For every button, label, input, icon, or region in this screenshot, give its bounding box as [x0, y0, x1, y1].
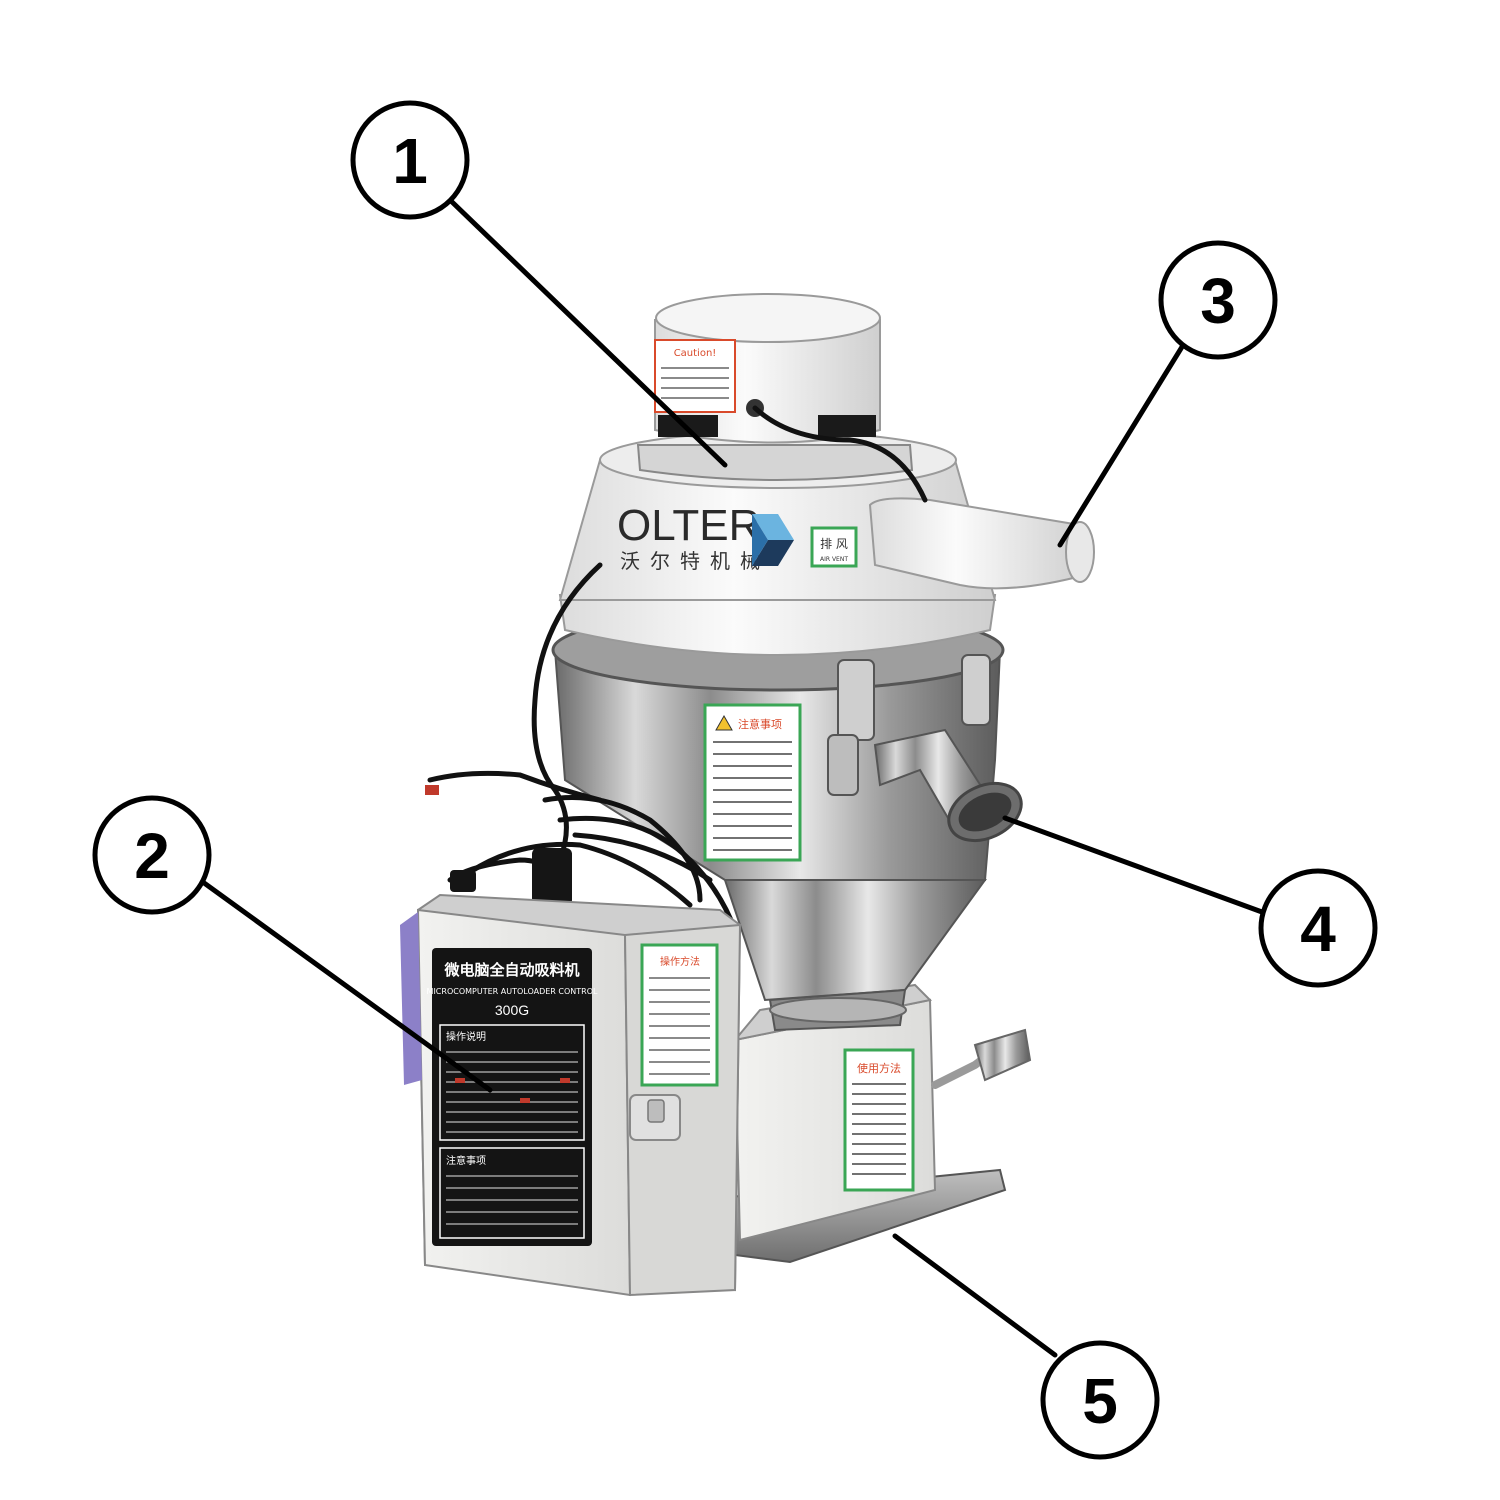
control-panel-label	[432, 948, 592, 1246]
air-vent-label-cn: 排 风	[820, 537, 848, 551]
hopper-notice-label	[703, 703, 802, 862]
callout-1: 1	[350, 100, 470, 220]
callout-2-number: 2	[134, 820, 170, 892]
hopper-cone	[723, 879, 987, 1032]
leader-line-3	[1057, 339, 1188, 548]
air-vent-label-en: AIR VENT	[820, 556, 848, 563]
control-section-notice: 注意事项	[446, 1154, 486, 1167]
caution-sticker	[654, 339, 736, 413]
control-title-en: MICROCOMPUTER AUTOLOADER CONTROL	[427, 987, 598, 996]
air-vent-label	[810, 526, 858, 568]
power-cables	[427, 405, 928, 933]
callout-1-number: 1	[392, 125, 428, 197]
base-label-title: 使用方法	[857, 1061, 901, 1075]
leader-lines	[197, 197, 1265, 1358]
power-plug	[532, 848, 572, 906]
base-instruction-label	[843, 1048, 915, 1192]
callout-5: 5	[1040, 1340, 1160, 1460]
leader-line-5	[892, 1233, 1058, 1358]
callout-3: 3	[1158, 240, 1278, 360]
brand-logo-text: OLTER	[617, 501, 760, 550]
control-title-cn: 微电脑全自动吸料机	[443, 961, 579, 979]
leader-line-4	[1002, 815, 1265, 915]
brand-chinese-text: 沃尔特机械	[620, 550, 770, 573]
caution-sticker-title: Caution!	[674, 348, 717, 359]
callout-4-number: 4	[1300, 893, 1336, 965]
brand-chevron-icon	[752, 514, 794, 566]
motor-cap: Caution!	[636, 293, 914, 481]
control-side-label-title: 操作方法	[660, 955, 700, 968]
control-box: 微电脑全自动吸料机 MICROCOMPUTER AUTOLOADER CONTR…	[400, 893, 742, 1297]
material-inlet-pipe	[873, 728, 1023, 843]
air-vent-exhaust-pipe	[868, 497, 1095, 590]
control-section-operation: 操作说明	[446, 1030, 486, 1043]
hopper-notice-title: 注意事项	[738, 717, 782, 731]
callout-3-number: 3	[1200, 265, 1236, 337]
leader-line-2	[197, 877, 493, 1093]
callout-2: 2	[92, 795, 212, 915]
callout-5-number: 5	[1082, 1365, 1118, 1437]
leader-line-1	[447, 197, 728, 468]
control-model: 300G	[495, 1002, 529, 1018]
callout-4: 4	[1258, 868, 1378, 988]
